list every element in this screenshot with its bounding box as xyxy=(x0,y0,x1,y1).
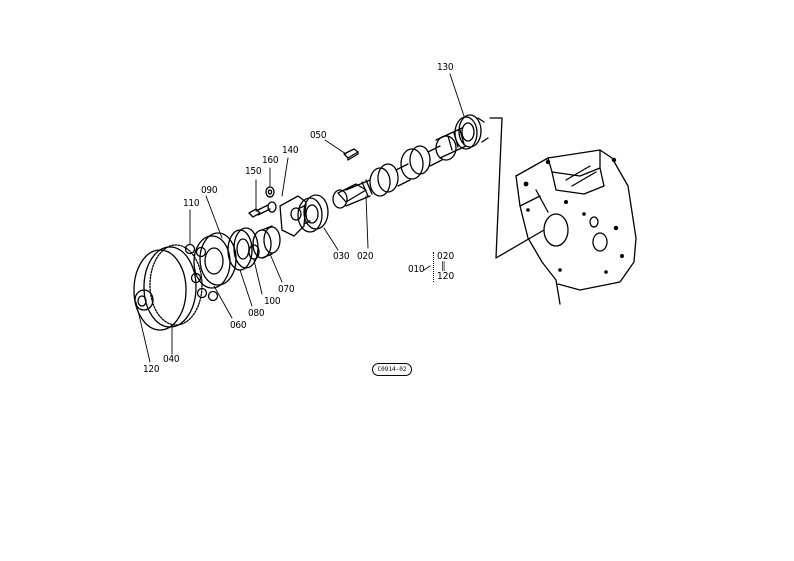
range-bracket: 020 ∥ 120 xyxy=(433,252,454,282)
label-070: 070 xyxy=(278,284,295,295)
housing-bolt-holes xyxy=(523,157,624,274)
washer-160 xyxy=(265,186,275,198)
steel-balls-110 xyxy=(184,243,219,302)
label-110: 110 xyxy=(183,198,200,209)
label-120: 120 xyxy=(143,364,160,375)
housing-leader xyxy=(489,117,545,259)
governor-sleeve-070 xyxy=(252,225,281,259)
label-130: 130 xyxy=(437,62,454,73)
label-010: 010 xyxy=(408,264,425,275)
label-060: 060 xyxy=(230,320,247,331)
leader-lines xyxy=(135,73,465,363)
drawing-code-stamp: C0914-02 xyxy=(372,363,412,376)
label-030: 030 xyxy=(333,251,350,262)
engine-housing xyxy=(515,149,637,305)
label-040: 040 xyxy=(163,354,180,365)
label-100: 100 xyxy=(264,296,281,307)
label-090: 090 xyxy=(201,185,218,196)
bolt-150 xyxy=(248,201,277,218)
label-020: 020 xyxy=(357,251,374,262)
label-080: 080 xyxy=(248,308,265,319)
gear-hub-060 xyxy=(193,232,237,289)
range-separator: ∥ xyxy=(441,261,446,272)
cam-gear-040 xyxy=(133,244,203,331)
label-050: 050 xyxy=(310,130,327,141)
label-150: 150 xyxy=(245,166,262,177)
retainer-plate-140 xyxy=(279,195,307,237)
bearing-130 xyxy=(454,114,489,150)
camshaft xyxy=(332,127,467,209)
range-from: 020 xyxy=(437,251,455,262)
range-to: 120 xyxy=(437,271,455,282)
label-160: 160 xyxy=(262,155,279,166)
steel-ball-100 xyxy=(248,244,260,260)
bearing-030 xyxy=(297,194,329,233)
key-050 xyxy=(343,148,359,161)
label-140: 140 xyxy=(282,145,299,156)
